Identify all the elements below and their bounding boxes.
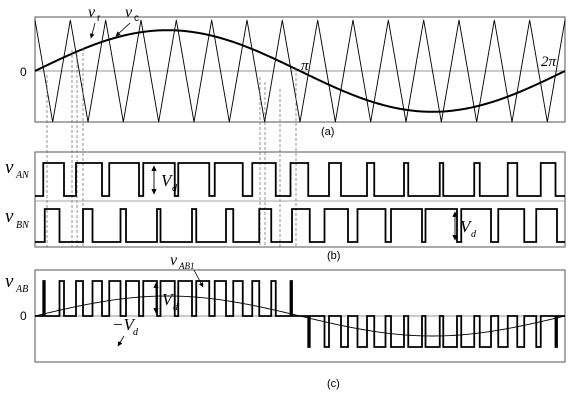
caption-a: (a) <box>321 126 334 138</box>
svg-text:d: d <box>173 302 179 313</box>
control-label-arrow <box>115 22 131 37</box>
svg-text:V: V <box>460 217 473 236</box>
svg-text:v: v <box>5 206 14 227</box>
triangular-carrier-waveform <box>34 19 566 123</box>
caption-c: (c) <box>327 378 340 390</box>
svg-text:AB: AB <box>15 284 28 295</box>
control-label: v c <box>125 4 139 24</box>
svg-text:BN: BN <box>16 220 30 231</box>
vab-pulse-train <box>35 280 565 348</box>
svg-text:d: d <box>172 183 178 194</box>
svg-text:d: d <box>471 229 477 240</box>
pi-label: π <box>301 58 309 74</box>
svg-text:V: V <box>162 290 175 309</box>
carrier-label-arrow <box>89 22 96 39</box>
svg-text:−V: −V <box>112 315 136 334</box>
svg-text:v: v <box>170 252 178 269</box>
vd-label-van: V d <box>161 171 178 194</box>
neg-vd-arrow <box>117 335 125 347</box>
sinusoidal-control-waveform <box>34 29 566 113</box>
two-pi-label: 2π <box>541 54 557 70</box>
svg-text:AB1: AB1 <box>178 261 195 271</box>
panel-c: v AB 0 v AB1 V d −V d (c) <box>5 252 566 390</box>
vd-label-vab: V d <box>162 290 179 313</box>
vab1-fundamental-curve <box>34 295 566 337</box>
svg-text:r: r <box>97 13 101 24</box>
vab1-label-arrow <box>193 269 204 288</box>
svg-text:d: d <box>133 327 139 338</box>
svg-text:c: c <box>134 13 139 24</box>
vbn-pulse-train <box>35 208 565 243</box>
svg-text:v: v <box>5 271 14 292</box>
svg-text:v: v <box>88 4 96 21</box>
panel-a: 0 π 2π v r v c (a) <box>20 4 566 138</box>
zero-label-a: 0 <box>20 65 27 79</box>
svg-text:AN: AN <box>15 170 30 181</box>
neg-vd-label: −V d <box>112 315 139 338</box>
carrier-label: v r <box>88 4 101 24</box>
vbn-label: v BN <box>5 206 30 231</box>
svg-text:v: v <box>125 4 133 21</box>
van-pulse-train <box>35 162 565 197</box>
panel-b: v AN v BN V d V d (b) <box>5 151 566 262</box>
van-label: v AN <box>5 157 30 181</box>
vd-label-vbn: V d <box>460 217 477 240</box>
zero-label-c: 0 <box>20 309 27 323</box>
caption-b: (b) <box>327 250 340 262</box>
panel-b-frame <box>34 151 566 248</box>
vab-label: v AB <box>5 271 28 295</box>
vab1-label: v AB1 <box>170 252 195 271</box>
svg-text:V: V <box>161 171 174 190</box>
svg-text:v: v <box>5 157 14 178</box>
